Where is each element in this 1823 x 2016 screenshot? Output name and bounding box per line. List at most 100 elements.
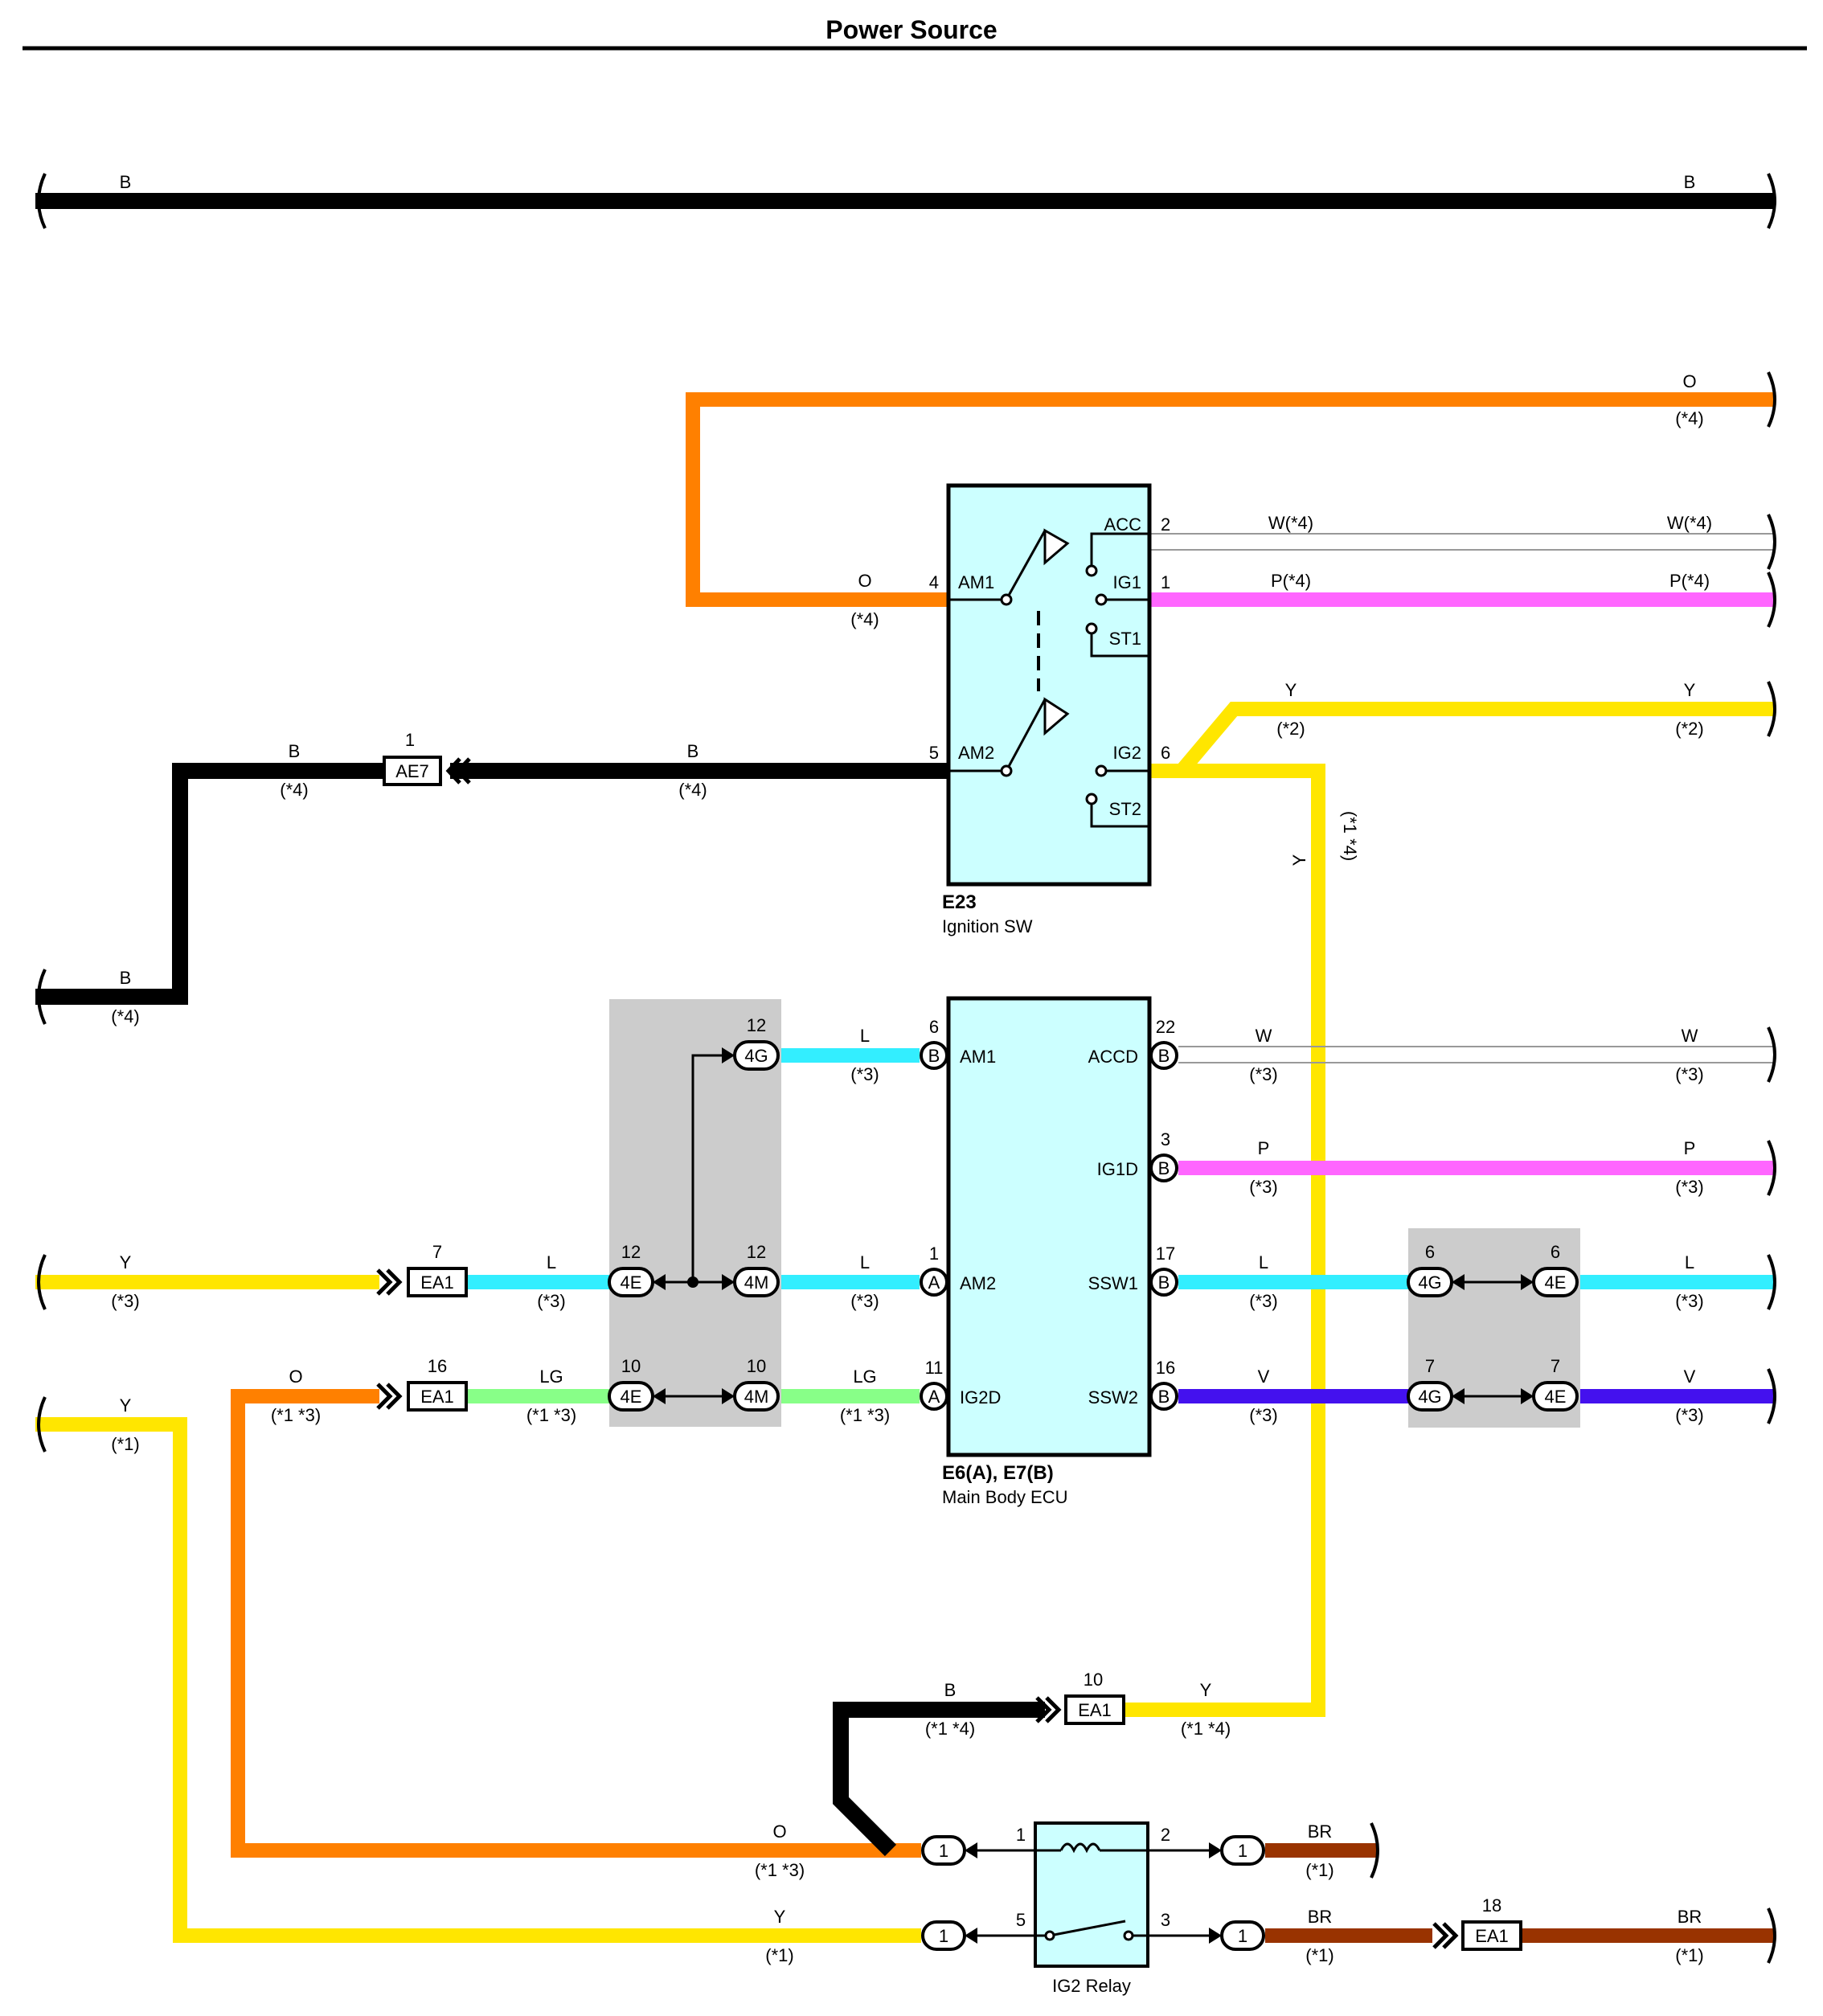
label-y2-mid: Y xyxy=(1285,680,1297,700)
wire-y2[interactable] xyxy=(1148,702,1773,778)
note-l-ea1: (*3) xyxy=(537,1291,565,1311)
pin-ea1-7: 7 xyxy=(432,1242,442,1262)
relay-pin-3: 3 xyxy=(1161,1910,1170,1930)
terminal-ig1: IG1 xyxy=(1113,572,1141,592)
conn-4m-lg: 4M xyxy=(744,1387,769,1407)
page-title: Power Source xyxy=(825,15,997,44)
note-p-mid: (*3) xyxy=(1249,1177,1277,1197)
terminal-am1: AM1 xyxy=(958,572,994,592)
ig2-relay-internals xyxy=(1035,1842,1148,1937)
splice-point xyxy=(687,1276,698,1288)
relay-contact-5 xyxy=(1044,1930,1055,1941)
label-o13: O xyxy=(289,1367,302,1387)
relay-conn-2: 1 xyxy=(1238,1841,1247,1861)
relay-conn-5: 1 xyxy=(939,1926,948,1946)
label-y-vertical: Y xyxy=(1289,854,1309,866)
label-b-top-left: B xyxy=(120,172,132,192)
conn-ea1-16: EA1 xyxy=(420,1387,454,1407)
pin-4e-12: 12 xyxy=(621,1242,641,1262)
wire-o13[interactable] xyxy=(231,1389,921,1858)
ecu-name: Main Body ECU xyxy=(942,1487,1068,1507)
pin-4g-7: 7 xyxy=(1425,1356,1435,1376)
pin-4g-12: 12 xyxy=(747,1015,766,1035)
wire-y-ig2-vertical[interactable] xyxy=(1124,764,1325,1717)
conn-4e-l: 4E xyxy=(621,1272,642,1293)
label-w4-right: W(*4) xyxy=(1667,513,1712,533)
pin-4e-10: 10 xyxy=(621,1356,641,1376)
note-o-relay: (*1 *3) xyxy=(755,1860,805,1880)
note-y-vertical: (*1 *4) xyxy=(1340,811,1360,861)
wire-b14[interactable] xyxy=(833,1702,1045,1857)
relay-pin-5: 5 xyxy=(1016,1910,1026,1930)
wire-o-am1[interactable] xyxy=(686,392,1773,607)
conn-4e-lg: 4E xyxy=(621,1387,642,1407)
ecu-conn-ig2d: A xyxy=(928,1387,940,1407)
relay-pin-2: 2 xyxy=(1161,1825,1170,1845)
label-lg-ea1: LG xyxy=(539,1367,563,1387)
ecu-terminal-accd: ACCD xyxy=(1088,1047,1138,1067)
note-p-right: (*3) xyxy=(1675,1177,1703,1197)
conn-4g-ssw1: 4G xyxy=(1418,1272,1441,1293)
pin-4m-12: 12 xyxy=(747,1242,766,1262)
note-y14: (*1 *4) xyxy=(1181,1719,1231,1739)
conn-4e-ssw2: 4E xyxy=(1545,1387,1567,1407)
ecu-code: E6(A), E7(B) xyxy=(942,1462,1054,1484)
label-br-right: BR xyxy=(1678,1907,1702,1927)
label-p4-right: P(*4) xyxy=(1669,571,1710,591)
ecu-connector-circles: B A A B B B B xyxy=(920,1041,1178,1411)
terminal-ig2: IG2 xyxy=(1113,743,1141,763)
terminal-st1: ST1 xyxy=(1109,629,1141,649)
relay-arrows xyxy=(965,1842,1222,1944)
ignition-switch-internals xyxy=(948,528,1148,828)
label-l-ssw1: L xyxy=(1259,1252,1268,1272)
ecu-conn-ssw2: B xyxy=(1158,1387,1170,1407)
label-o-right: O xyxy=(1682,371,1696,391)
label-y-relay: Y xyxy=(774,1907,786,1927)
wire-b4-left[interactable] xyxy=(35,763,384,1005)
note-br-relay2: (*1) xyxy=(1305,1860,1333,1880)
label-w-mid: W xyxy=(1256,1026,1272,1046)
ig2-relay-box[interactable] xyxy=(1034,1821,1149,1968)
ecu-pin-ig1d: 3 xyxy=(1161,1129,1170,1149)
label-b-top-right: B xyxy=(1684,172,1696,192)
conn-4g-ssw2: 4G xyxy=(1418,1387,1441,1407)
ecu-conn-am1: B xyxy=(928,1046,940,1066)
label-p-mid: P xyxy=(1258,1138,1270,1158)
note-y-relay: (*1) xyxy=(765,1945,793,1965)
ecu-pin-ssw1: 17 xyxy=(1156,1244,1175,1264)
wire-label-group: B B O (*4) O (*4) W(*4) W(*4) P(*4) P(*4… xyxy=(111,172,1712,1965)
note-b-low-left: (*4) xyxy=(111,1006,139,1026)
pin-4e-7: 7 xyxy=(1551,1356,1560,1376)
ecu-terminal-ig1d: IG1D xyxy=(1097,1159,1138,1179)
note-v-ssw2: (*3) xyxy=(1249,1405,1277,1425)
note-l-right: (*3) xyxy=(1675,1291,1703,1311)
conn-ea1-7: EA1 xyxy=(420,1272,454,1293)
pin-4e-6: 6 xyxy=(1551,1242,1560,1262)
note-lg-ig2d: (*1 *3) xyxy=(840,1405,890,1425)
label-br-relay3: BR xyxy=(1308,1907,1333,1927)
note-br-relay3: (*1) xyxy=(1305,1945,1333,1965)
label-p4-mid: P(*4) xyxy=(1271,571,1311,591)
ecu-conn-ig1d: B xyxy=(1158,1158,1170,1178)
ecu-conn-ssw1: B xyxy=(1158,1272,1170,1293)
wire-y1[interactable] xyxy=(35,1417,921,1943)
main-body-ecu-box[interactable] xyxy=(946,996,1152,1457)
label-br-relay2: BR xyxy=(1308,1821,1333,1842)
ignition-switch-name: Ignition SW xyxy=(942,916,1033,936)
note-l-am2: (*3) xyxy=(850,1291,879,1311)
connector-chevrons xyxy=(376,757,1459,1949)
ecu-terminal-ssw2: SSW2 xyxy=(1088,1387,1138,1408)
label-lg-ig2d: LG xyxy=(853,1367,876,1387)
ig2-relay-name: IG2 Relay xyxy=(1052,1976,1131,1996)
label-l-ea1: L xyxy=(547,1252,556,1272)
continuation-brackets xyxy=(37,173,1776,1964)
pin-ae7: 1 xyxy=(405,730,415,750)
pin-ea1-10: 10 xyxy=(1084,1670,1103,1690)
note-lg-ea1: (*1 *3) xyxy=(526,1405,576,1425)
note-w-right: (*3) xyxy=(1675,1064,1703,1084)
pin-ea1-18: 18 xyxy=(1482,1895,1501,1916)
label-w4-mid: W(*4) xyxy=(1268,513,1313,533)
ecu-pin-am1: 6 xyxy=(929,1017,939,1037)
ecu-pin-accd: 22 xyxy=(1156,1017,1175,1037)
ignition-switch-code: E23 xyxy=(942,891,977,913)
